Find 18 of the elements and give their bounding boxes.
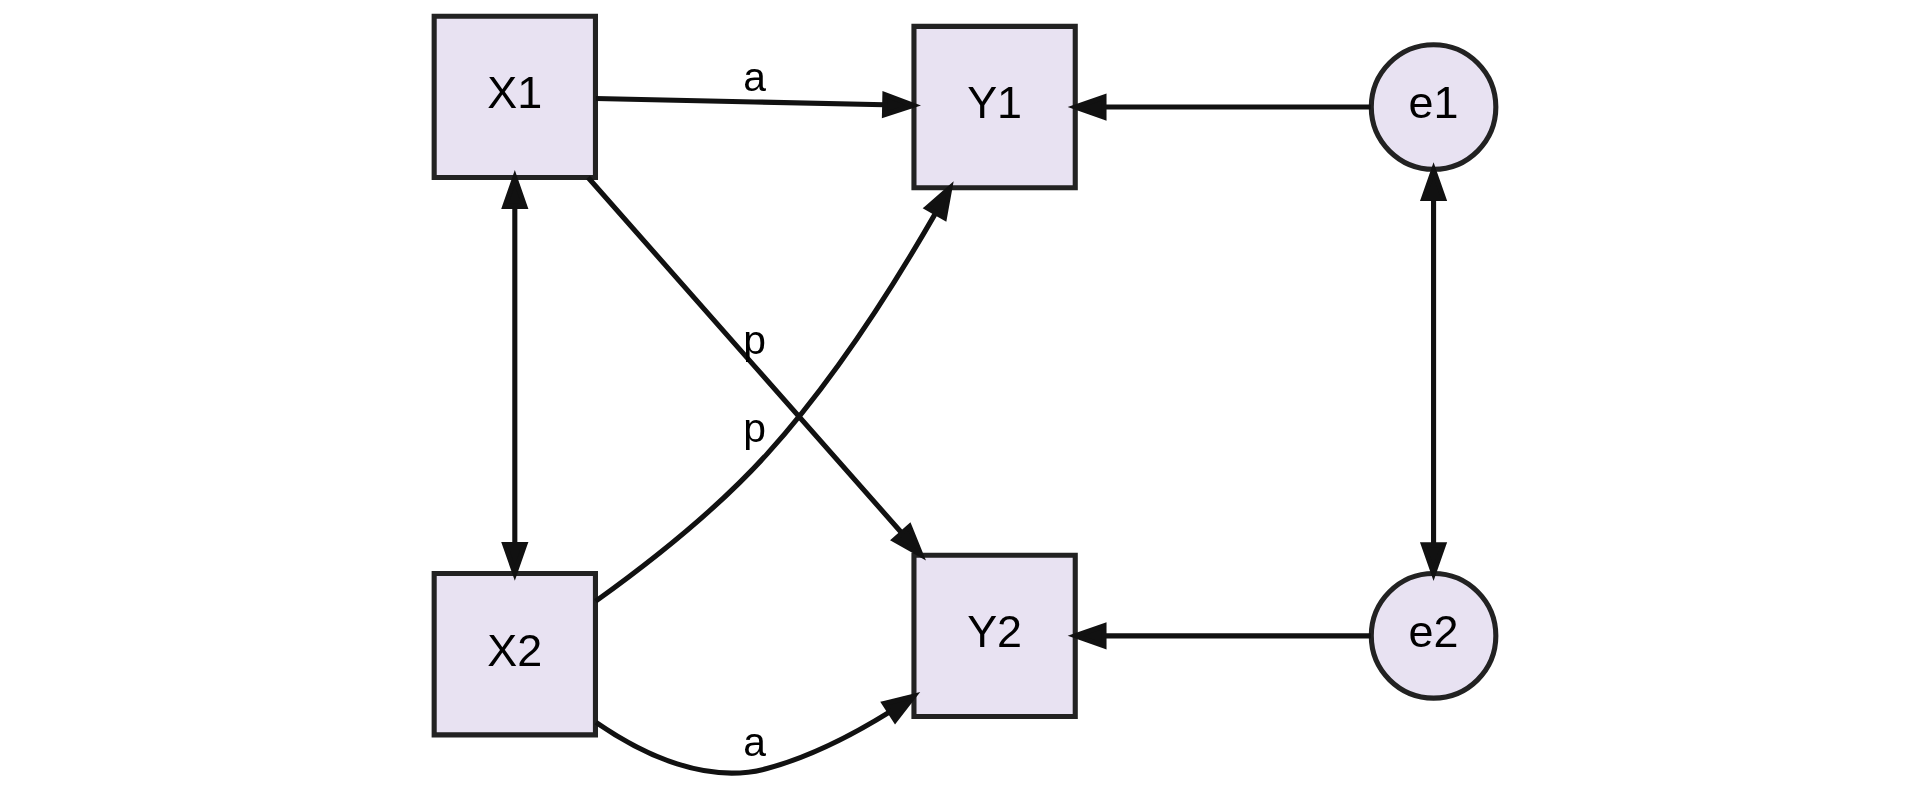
edge-label: a	[742, 719, 766, 766]
arrow	[595, 91, 921, 119]
arrow	[1067, 93, 1371, 121]
arrow	[585, 175, 926, 561]
arrow	[594, 692, 920, 776]
node-circle: e2	[1368, 571, 1498, 701]
node-circle: e1	[1368, 42, 1498, 172]
arrow	[1067, 622, 1371, 650]
node-box: Y2	[910, 552, 1078, 720]
edge-label: p	[742, 404, 766, 451]
edge-label: a	[742, 53, 766, 100]
node-box: X1	[431, 13, 598, 181]
node-box: Y1	[910, 23, 1078, 191]
arrow	[593, 181, 954, 604]
arrow	[500, 170, 528, 581]
node-box: X2	[431, 571, 598, 738]
edge-label: p	[742, 317, 766, 364]
arrow	[1419, 162, 1447, 582]
